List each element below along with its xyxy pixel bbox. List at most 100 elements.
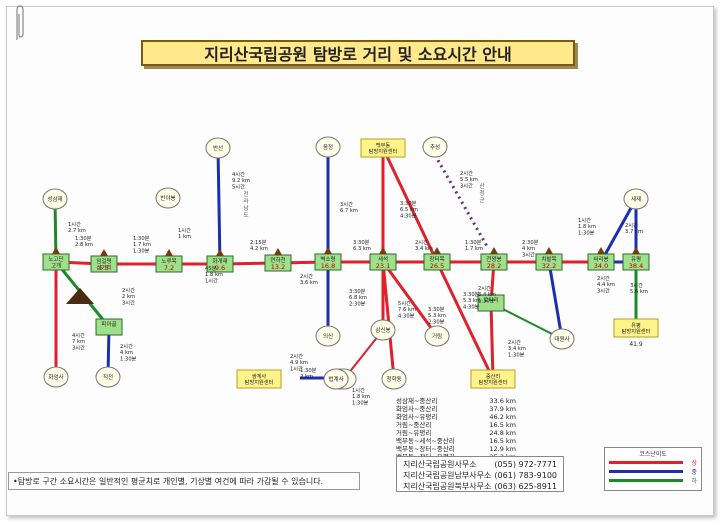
segment-label: 1시간 (68, 221, 81, 228)
place-node (549, 328, 575, 350)
segment-label: 4.9 km (290, 360, 308, 366)
shelter-roof-icon (545, 247, 553, 254)
peak-name: 세석 (378, 255, 388, 263)
time-note: •탐방로 구간 소요시간은 일반적인 평균치로 개인별, 기상별 여건에 따라 … (8, 472, 360, 490)
segment-label: 2 km (122, 294, 135, 300)
segment-label: 1:30분 (508, 351, 525, 358)
place-name: 대원사 (554, 335, 569, 343)
segment-label: 3:30분 (353, 239, 370, 246)
segment-label: 4:30분 (398, 312, 415, 319)
segment-label: 4시간 (232, 171, 245, 178)
segment-label: 1시간 (352, 387, 365, 394)
place-node (370, 319, 396, 341)
segment-label: 5시간 (398, 300, 411, 307)
side-label-char: 라 (243, 197, 248, 205)
office-row: 지리산국립공원남부사무소(061) 783-9100 (403, 470, 557, 481)
segment-label: 3:30분 (400, 200, 417, 207)
distance-route: 거림~중산리 (396, 421, 432, 429)
segment-label: 3.4 km (415, 246, 433, 252)
peak-name: 노루목 (161, 258, 176, 265)
info-center-name: 탐방지원센터 (479, 378, 508, 386)
segment-label: 1:30분 (352, 399, 369, 406)
distance-route: 화엄사~중산리 (396, 405, 438, 413)
distance-value: 16.5 km (489, 437, 516, 445)
trail-segment (381, 260, 396, 381)
peak-distance: 13.2 (271, 263, 285, 271)
info-center-name: 백무동 (376, 141, 391, 149)
side-label-char: 군 (479, 197, 484, 204)
legend-line (609, 461, 683, 464)
place-name: 음정 (323, 144, 333, 151)
segment-label: 3:30분 (349, 288, 366, 295)
peak-name: 로타리 (483, 296, 498, 304)
segment-label: 5.6 km (630, 289, 648, 295)
place-name: 직전 (103, 373, 113, 381)
segment-label: 5.3 km (463, 298, 481, 304)
peak-name: 화개재 (212, 257, 227, 265)
peak-name: 장터목 (429, 255, 444, 263)
shelter-roof-icon (379, 247, 387, 254)
segment-label: 4:30분 (463, 303, 480, 310)
segment-label: 3시간 (597, 287, 610, 294)
info-center-node (470, 369, 516, 389)
shelter-roof-icon (52, 247, 60, 254)
segment-label: 2시간 (300, 273, 313, 280)
shelter-roof-icon (490, 247, 498, 254)
segment-label: 1시간 (290, 365, 303, 372)
mountain-icon (66, 288, 94, 304)
segment-label: 5시간 (232, 183, 245, 190)
legend-line (609, 479, 683, 482)
segment-label: 4.4 km (597, 282, 615, 288)
segment-label: 3시간 (630, 282, 643, 289)
office-name: 지리산국립공원북부사무소 (403, 482, 492, 491)
segment-label: 1:30분 (300, 367, 317, 374)
segment-label: 4.2 km (250, 246, 268, 252)
place-name: 새재 (631, 195, 641, 203)
distance-route: 거림~유평리 (396, 429, 432, 437)
peak-distance: 16.8 (321, 262, 335, 270)
segment-label: 2:30분 (522, 239, 539, 246)
segment-label: 1:30분 (120, 355, 137, 362)
segment-label: 3.4 km (478, 292, 496, 298)
peak-distance: 7.2 (164, 264, 174, 272)
segment-label: 2시간 (625, 222, 638, 229)
place-name: 반선 (213, 144, 223, 152)
place-node (95, 366, 121, 388)
place-node (323, 368, 349, 390)
segment-label: 1.8 km (352, 394, 370, 400)
office-phone: (061) 783-9100 (494, 471, 557, 480)
side-label-char: 남 (243, 204, 248, 212)
trail-segment (435, 260, 495, 381)
peak-name: 임걸령 (96, 257, 111, 265)
segment-label: 2시간 (478, 285, 491, 292)
side-label-char: 청 (479, 190, 484, 197)
shelter-roof-icon (274, 248, 282, 255)
place-node (43, 366, 69, 388)
map-title: 지리산국립공원 탐방로 거리 및 소요시간 안내 (141, 40, 575, 66)
distance-value: 46.2 km (489, 413, 516, 421)
peak-distance: 38.4 (629, 262, 643, 270)
info-center-name: 유평 (631, 322, 641, 329)
segment-label: 7 km (72, 339, 85, 345)
peak-name: 삼거리 (96, 264, 111, 272)
place-name: 법계사 (328, 375, 343, 383)
shelter-roof-icon (100, 249, 108, 256)
segment-label: 3시간 (72, 344, 85, 351)
side-label-char: 산 (479, 182, 484, 190)
peak-distance: 23.1 (376, 262, 390, 270)
legend-label: 중 (691, 469, 697, 476)
shelter-roof-icon (597, 247, 605, 254)
segment-label: 1.8 km (578, 224, 596, 230)
info-center-name: 탐방지원센터 (245, 378, 274, 386)
peak-name: 치밭목 (541, 255, 556, 263)
segment-label: 2:30분 (349, 300, 366, 307)
segment-label: 1:30분 (478, 297, 495, 304)
segment-label: 45분 (205, 265, 217, 272)
peak-name: 싸리봉 (593, 255, 608, 263)
distance-route: 성삼재~중산리 (396, 397, 438, 405)
